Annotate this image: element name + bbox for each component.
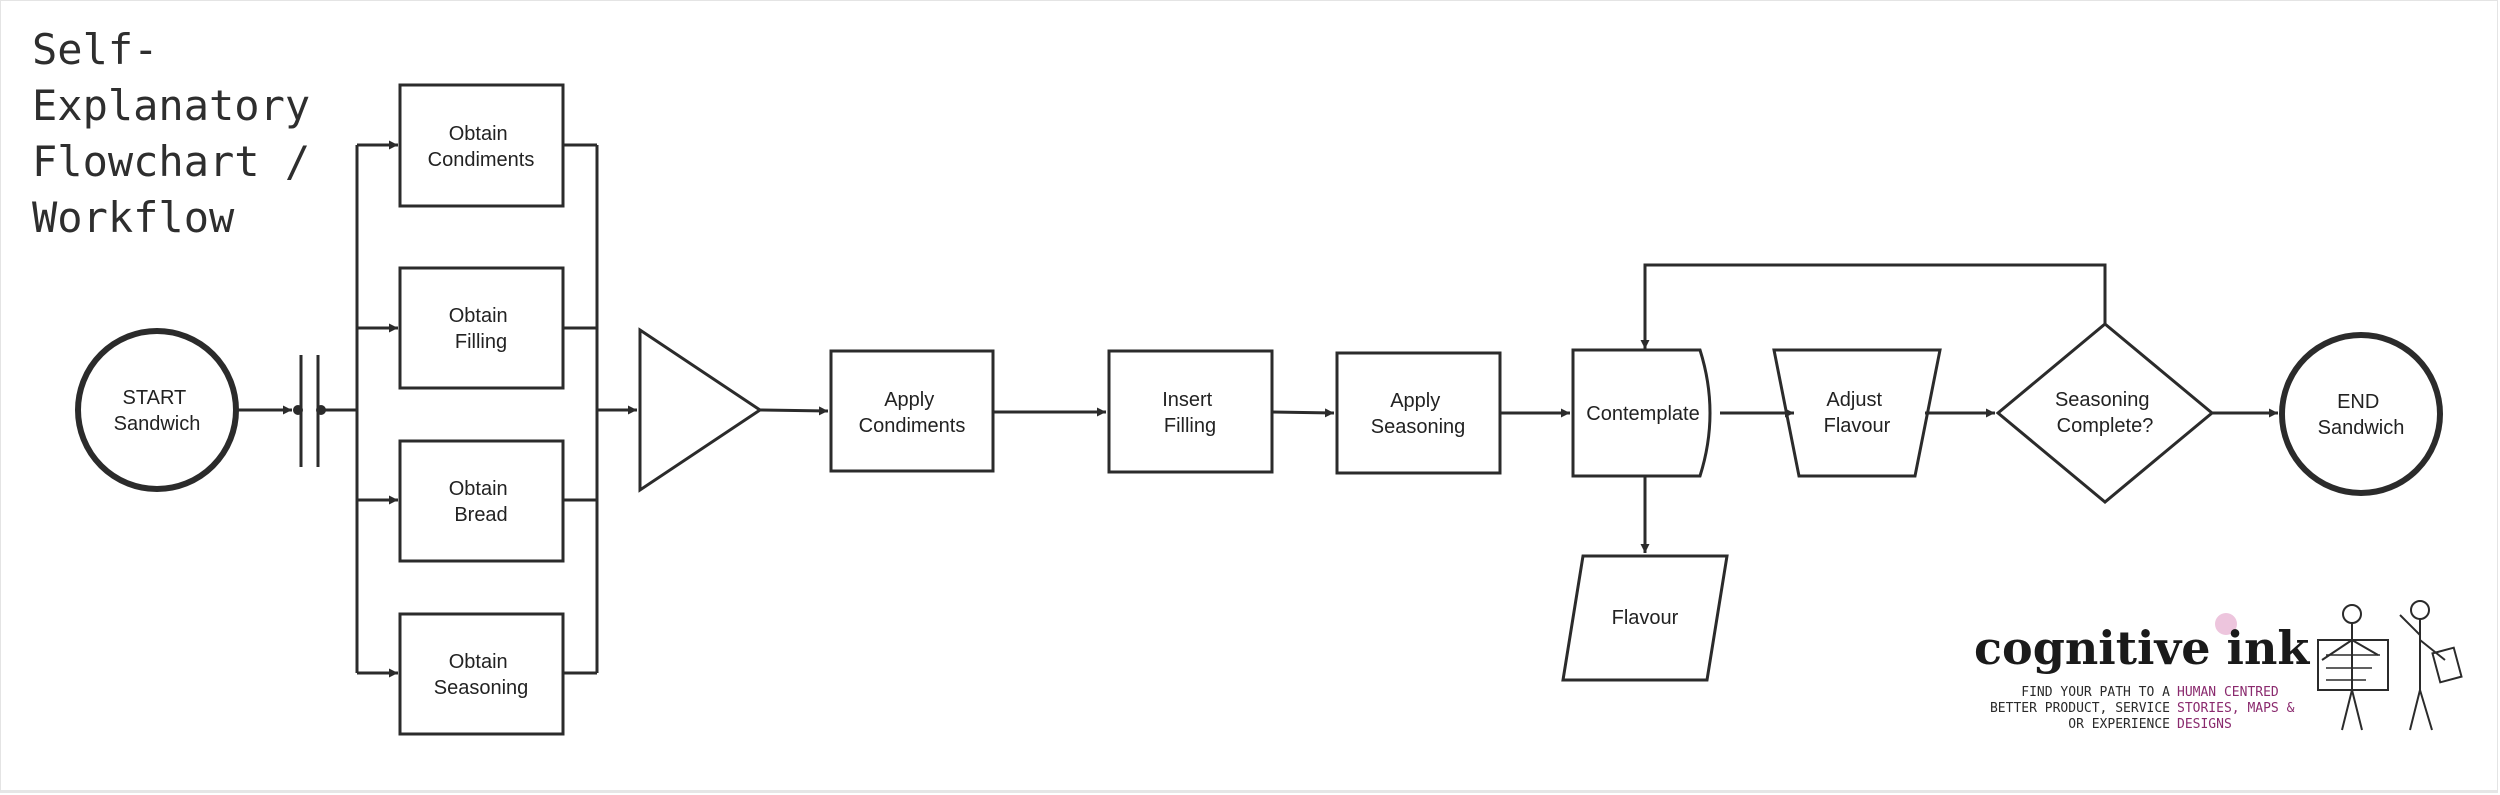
insert-filling-line-1: Insert xyxy=(1162,389,1212,411)
obtain-bread-label: Obtain Bread xyxy=(449,478,514,526)
held-notebook xyxy=(2431,646,2463,684)
logo-tagline-right-2: STORIES, MAPS & xyxy=(2177,701,2295,716)
connector-merge-apply-condiments xyxy=(759,406,829,416)
flavour-label: Flavour xyxy=(1612,607,1679,629)
cognitive-ink-logo: cognitive ink FIND YOUR PATH TO A BETTER… xyxy=(1974,600,2463,732)
connector-decision-loop xyxy=(1640,263,2107,349)
decision-line-2: Complete? xyxy=(2057,415,2154,437)
apply-condiments-label: Apply Condiments xyxy=(859,389,966,437)
apply-seasoning-label: Apply Seasoning xyxy=(1371,390,1466,438)
start-label: START Sandwich xyxy=(114,387,201,435)
insert-filling-label: Insert Filling xyxy=(1162,389,1218,437)
logo-illustration xyxy=(2317,600,2463,731)
insert-filling-box xyxy=(1107,349,1274,474)
obtain-condiments-box xyxy=(398,83,565,208)
board-scribbles xyxy=(2326,654,2380,681)
contemplate-label: Contemplate xyxy=(1586,403,1699,425)
logo-tagline-right-3: DESIGNS xyxy=(2177,717,2232,732)
figure-right-head xyxy=(2410,600,2430,620)
flavour-node xyxy=(1561,554,1729,682)
logo-tagline-left-3: OR EXPERIENCE xyxy=(2068,717,2170,732)
apply-condiments-line-1: Apply xyxy=(884,389,934,411)
adjust-flavour-label: Adjust Flavour xyxy=(1824,389,1891,437)
adjust-flavour-node xyxy=(1772,348,1942,478)
held-board xyxy=(2317,639,2389,691)
insert-filling-line-2: Filling xyxy=(1164,415,1216,437)
start-node xyxy=(75,328,239,492)
apply-seasoning-box xyxy=(1335,351,1502,475)
figure-left-body xyxy=(2321,623,2379,731)
obtain-filling-label: Obtain Filling xyxy=(449,305,514,353)
obtain-filling-box xyxy=(398,266,565,390)
obtain-filling-line-2: Filling xyxy=(455,331,507,353)
logo-wordmark: cognitive ink xyxy=(1974,621,2310,675)
obtain-condiments-label: Obtain Condiments xyxy=(428,123,535,171)
logo-tagline-left-2: BETTER PRODUCT, SERVICE xyxy=(1990,701,2170,716)
obtain-seasoning-line-1: Obtain xyxy=(449,651,508,673)
obtain-condiments-line-1: Obtain xyxy=(449,123,508,145)
obtain-bread-line-1: Obtain xyxy=(449,478,508,500)
end-label-line-2: Sandwich xyxy=(2318,417,2405,439)
obtain-bread-line-2: Bread xyxy=(454,504,507,526)
apply-seasoning-line-1: Apply xyxy=(1390,390,1440,412)
obtain-condiments-line-2: Condiments xyxy=(428,149,535,171)
apply-seasoning-line-2: Seasoning xyxy=(1371,416,1466,438)
obtain-seasoning-line-2: Seasoning xyxy=(434,677,529,699)
obtain-filling-line-1: Obtain xyxy=(449,305,508,327)
contemplate-node xyxy=(1571,348,1712,478)
figure-right-body xyxy=(2399,614,2446,731)
figure-left-head xyxy=(2342,604,2362,624)
end-node xyxy=(2279,332,2443,496)
end-label: END Sandwich xyxy=(2318,391,2405,439)
logo-tagline-left-1: FIND YOUR PATH TO A xyxy=(2021,685,2170,700)
diagram-title: Self- Explanatory Flowchart / Workflow xyxy=(32,25,311,242)
start-label-line-2: Sandwich xyxy=(114,413,201,435)
apply-condiments-line-2: Condiments xyxy=(859,415,966,437)
decision-node xyxy=(1995,322,2215,504)
fingerprint-mark xyxy=(2215,613,2237,635)
adjust-flavour-line-2: Flavour xyxy=(1824,415,1891,437)
obtain-bread-box xyxy=(398,439,565,563)
logo-tagline-right-1: HUMAN CENTRED xyxy=(2177,685,2279,700)
obtain-seasoning-label: Obtain Seasoning xyxy=(434,651,529,699)
adjust-flavour-line-1: Adjust xyxy=(1826,389,1882,411)
decision-label: Seasoning Complete? xyxy=(2055,389,2155,437)
obtain-seasoning-box xyxy=(398,612,565,736)
decision-line-1: Seasoning xyxy=(2055,389,2150,411)
end-label-line-1: END xyxy=(2337,391,2379,413)
apply-condiments-box xyxy=(829,349,995,473)
start-label-line-1: START xyxy=(123,387,186,409)
merge-triangle xyxy=(638,327,763,493)
connector-insert-apply-seasoning xyxy=(1271,408,1335,418)
